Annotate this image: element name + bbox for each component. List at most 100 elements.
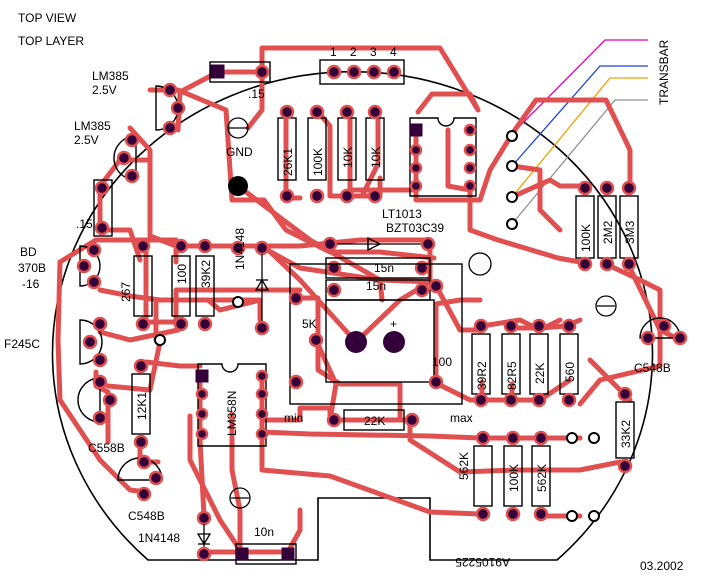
resistor-2m2 [597,180,617,272]
lm385-mid-label: LM385 [74,119,111,133]
output-pad-2 [588,432,600,444]
cap-015-top [209,61,271,83]
output-pad-4 [588,510,600,522]
resistor-562k-b [531,430,551,522]
top-view-label: TOP VIEW [18,11,77,25]
pin-2-label: 2 [350,45,357,59]
resistor-39k2 [195,238,215,332]
r-562k-a-label: 562K [457,452,471,480]
diode-1n4148-upper [230,240,270,336]
r-560-label: 560 [563,362,577,382]
resistor-100-a [171,238,191,332]
cap-015-top-label: .15 [248,87,265,101]
r-39k2-label: 39K2 [199,260,213,288]
r-10k-b-label: 10K [369,147,383,168]
diode-1n4148-upper-label: 1N4148 [233,228,247,270]
screw-bottom-icon [229,487,251,509]
pot-plus-label: + [390,317,397,331]
mounting-hole-icon [228,176,248,196]
lm385-mid-voltage: 2.5V [74,133,99,147]
resistor-100k-c [503,430,523,522]
pot-max-label: max [450,411,473,425]
resistor-560 [559,318,579,408]
bd-suffix: -16 [22,277,40,291]
r-3m3-label: 3M3 [623,220,637,244]
resistor-22k-b [326,409,420,431]
pin-3-label: 3 [370,45,377,59]
gnd-label: GND [226,145,253,159]
ic-lm358n [195,363,269,447]
lm385-top-label: LM385 [92,69,129,83]
lt1013-label: LT1013 [382,207,422,221]
r-39r2-label: 39R2 [475,361,489,390]
r-33k2-label: 33K2 [619,420,633,448]
output-pad-1 [566,432,578,444]
board-id-label: A9105225 [455,555,510,569]
c548b-left-label: C548B [128,509,165,523]
r-100k-b-label: 100K [579,224,593,252]
pin-1-label: 1 [330,45,337,59]
cap-10n [235,543,297,565]
mounting-hole-right-icon [468,252,492,276]
c548b-right-label: C548B [634,361,671,375]
r-12k1-label: 12K1 [135,392,149,420]
bzt-label: BZT03C39 [386,221,444,235]
transistor-c548b-left [117,454,164,502]
gnd-screw-icon [227,117,249,139]
resistor-39r2 [471,318,491,408]
resistor-12k1 [131,358,151,450]
cap-15n-a-label: 15n [374,261,394,275]
cap-10n-label: 10n [254,525,274,539]
ic-lt1013 [409,117,477,197]
pin-4-label: 4 [390,45,397,59]
transistor-c558b [77,374,118,426]
resistor-10k-a [337,104,357,204]
fet-f245c [79,316,108,368]
lm385-top-voltage: 2.5V [92,83,117,97]
diode-1n4148-lower [196,510,212,562]
lm385-top [155,82,186,136]
lm358n-label: LM358N [225,391,239,436]
c558b-label: C558B [88,441,125,455]
r-562k-b-label: 562K [535,464,549,492]
resistor-10k-b [365,104,385,204]
date-label: 03.2002 [640,559,684,573]
resistor-33k2 [615,386,635,474]
r-100-a-label: 100 [175,264,189,284]
transbar-label: TRANSBAR [657,39,671,105]
output-pad-3 [566,510,578,522]
r-2m2-label: 2M2 [601,220,615,244]
top-layer-label: TOP LAYER [18,34,84,48]
r-82r5-label: 82R5 [505,361,519,390]
pot-min-label: min [284,411,303,425]
resistor-82r5 [501,318,521,408]
diode-1n4148-lower-label: 1N4148 [138,531,180,545]
r-22k-a-label: 22K [533,363,547,384]
lm385-mid [113,132,140,184]
bd-label: BD [20,245,37,259]
resistor-100k-a [307,104,327,204]
resistor-562k-a [473,430,493,522]
resistor-100k-b [575,180,595,272]
transistor-bd370b [76,242,102,290]
bd-number: 370B [18,261,46,275]
r-22k-b-label: 22K [364,414,385,428]
connector-pins [319,59,405,85]
cap-15n-b-label: 15n [366,279,386,293]
resistor-3m3 [619,180,639,272]
r-100k-c-label: 100K [507,464,521,492]
cap-015-left-label: .15 [76,217,93,231]
resistor-26k1 [277,104,297,204]
resistor-267 [133,238,153,332]
r-100-b-label: 100 [432,355,452,369]
trimmer-pot-5k [288,263,463,405]
cap-015-left [93,179,113,237]
f245c-label: F245C [4,337,40,351]
r-26k1-label: 26K1 [281,148,295,176]
test-pad [154,334,166,346]
screw-right-icon [595,295,617,317]
r-267-label: 267 [119,282,133,302]
resistor-22k-a [529,318,549,408]
r-100k-a-label: 100K [311,148,325,176]
